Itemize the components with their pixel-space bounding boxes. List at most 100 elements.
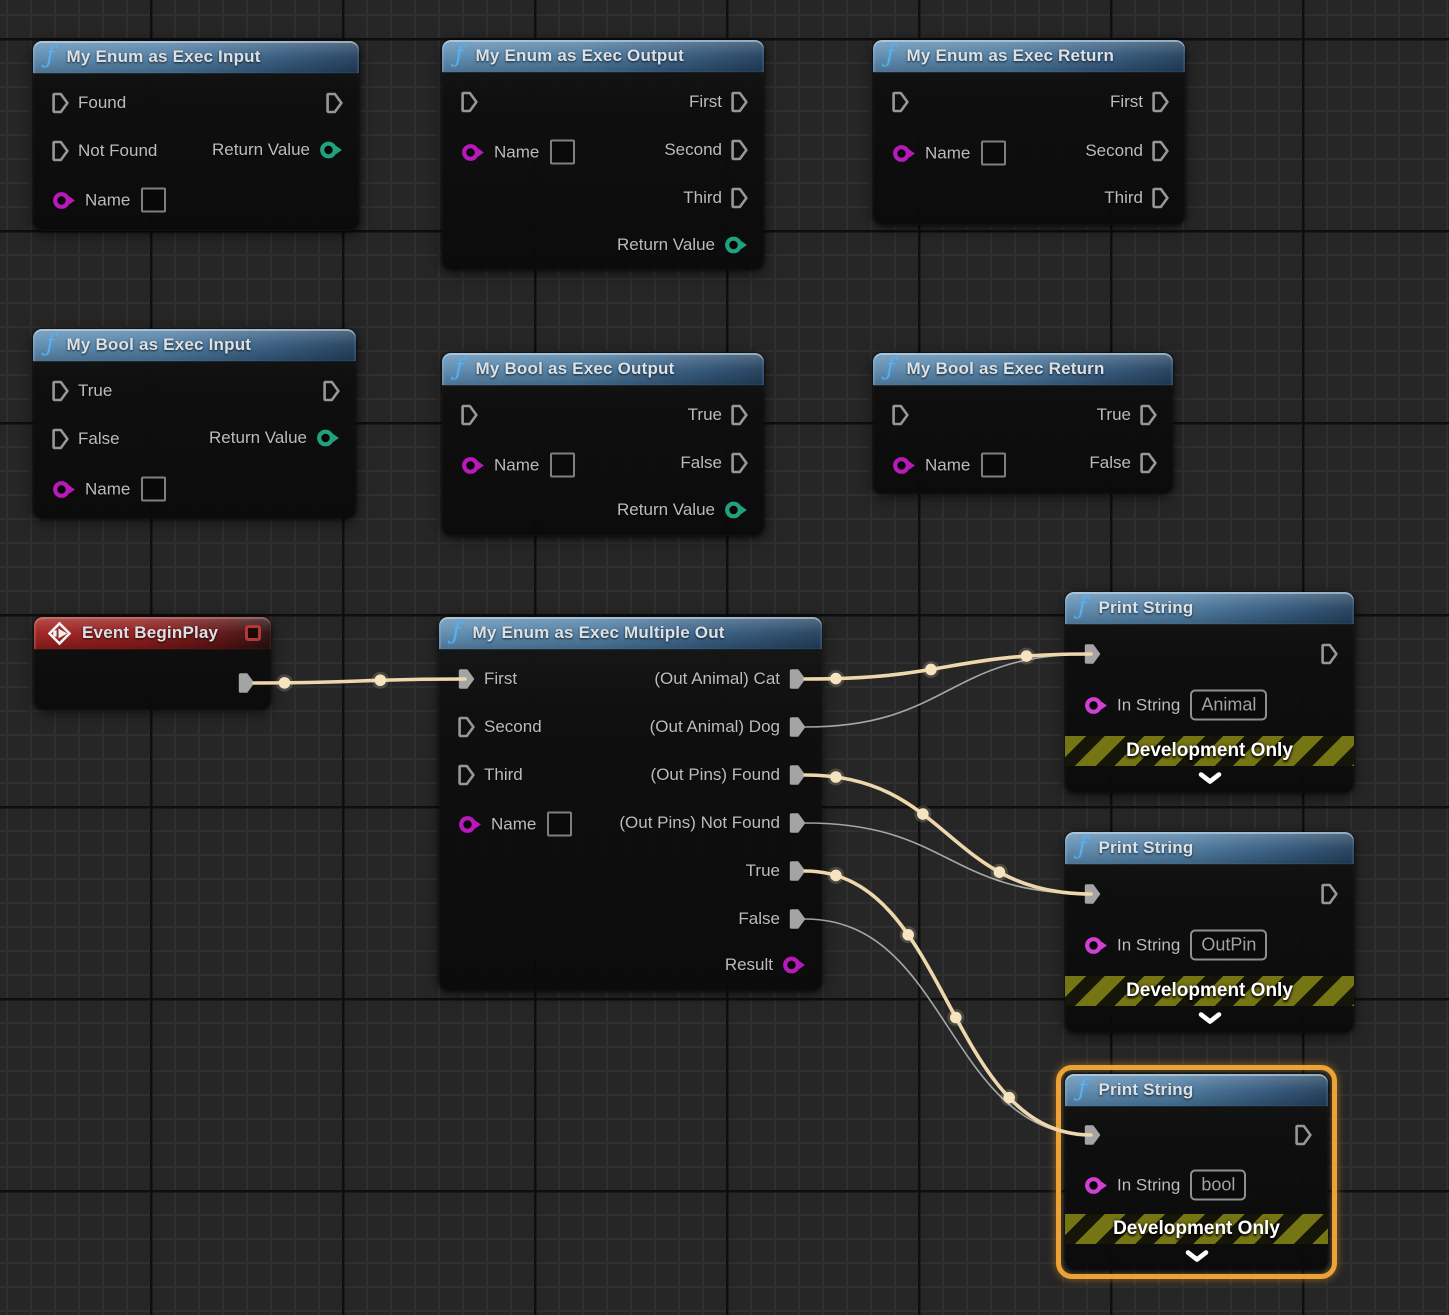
exec-pin-left[interactable] bbox=[892, 404, 909, 426]
exec-pin-true[interactable] bbox=[1140, 404, 1157, 426]
data-pin-name[interactable] bbox=[458, 814, 482, 834]
node-header[interactable]: Event BeginPlay bbox=[34, 617, 271, 650]
name-checkbox[interactable] bbox=[547, 811, 573, 837]
exec-pin--out-pins-found[interactable] bbox=[789, 764, 806, 786]
data-pin-name[interactable] bbox=[461, 455, 485, 475]
exec-pin-left[interactable] bbox=[461, 91, 478, 113]
exec-pin--out-animal-dog[interactable] bbox=[789, 716, 806, 738]
expand-node-button[interactable] bbox=[1198, 1012, 1222, 1025]
data-pin-in-string[interactable] bbox=[1084, 1175, 1108, 1195]
data-pin-return-value[interactable] bbox=[724, 500, 748, 520]
wire-bubble bbox=[830, 869, 842, 882]
exec-pin-right[interactable] bbox=[1295, 1124, 1312, 1146]
name-checkbox[interactable] bbox=[981, 452, 1007, 478]
node-event-beginplay[interactable]: Event BeginPlay bbox=[34, 617, 271, 710]
expand-node-button[interactable] bbox=[1185, 1250, 1209, 1263]
exec-pin-first[interactable] bbox=[1152, 91, 1169, 113]
exec-pin-true[interactable] bbox=[731, 404, 748, 426]
exec-pin-found[interactable] bbox=[52, 92, 69, 114]
pin-label: (Out Pins) Found bbox=[650, 765, 780, 784]
exec-pin-false[interactable] bbox=[1140, 452, 1157, 474]
wire-bubble bbox=[830, 771, 842, 783]
exec-pin-third[interactable] bbox=[731, 187, 748, 209]
exec-pin-left[interactable] bbox=[1084, 643, 1101, 665]
exec-pin-not-found[interactable] bbox=[52, 140, 69, 162]
exec-pin-right[interactable] bbox=[1321, 883, 1338, 905]
delegate-square-icon[interactable] bbox=[245, 625, 261, 641]
pin-row bbox=[892, 91, 909, 113]
exec-pin-first[interactable] bbox=[458, 668, 475, 690]
pin-label: First bbox=[1109, 92, 1143, 111]
exec-pin-second[interactable] bbox=[458, 716, 475, 738]
exec-pin-false[interactable] bbox=[789, 908, 806, 930]
exec-pin-left[interactable] bbox=[892, 91, 909, 113]
exec-pin-second[interactable] bbox=[731, 139, 748, 161]
name-checkbox[interactable] bbox=[981, 140, 1007, 166]
data-pin-in-string[interactable] bbox=[1084, 695, 1108, 715]
wire-bubble-glow bbox=[275, 674, 293, 692]
expand-node-button[interactable] bbox=[1198, 772, 1222, 785]
exec-pin--out-pins-not-found[interactable] bbox=[789, 812, 806, 834]
exec-pin-third[interactable] bbox=[1152, 187, 1169, 209]
name-checkbox[interactable] bbox=[550, 452, 576, 478]
exec-pin-right[interactable] bbox=[326, 92, 343, 114]
data-pin-in-string[interactable] bbox=[1084, 935, 1108, 955]
exec-pin-left[interactable] bbox=[1084, 1124, 1101, 1146]
exec-pin-right[interactable] bbox=[238, 672, 255, 694]
exec-pin-left[interactable] bbox=[461, 404, 478, 426]
data-pin-return-value[interactable] bbox=[316, 428, 340, 448]
data-pin-return-value[interactable] bbox=[319, 140, 343, 160]
data-pin-name[interactable] bbox=[892, 143, 916, 163]
string-value-input[interactable]: Animal bbox=[1190, 689, 1268, 721]
data-pin-name[interactable] bbox=[52, 190, 76, 210]
exec-pin-third[interactable] bbox=[458, 764, 475, 786]
exec-pin-true[interactable] bbox=[52, 380, 69, 402]
exec-pin-right[interactable] bbox=[323, 380, 340, 402]
exec-pin-false[interactable] bbox=[52, 428, 69, 450]
data-pin-name[interactable] bbox=[52, 479, 76, 499]
wire-bubble bbox=[925, 663, 937, 676]
exec-pin-right[interactable] bbox=[1321, 643, 1338, 665]
data-pin-return-value[interactable] bbox=[724, 235, 748, 255]
string-value-input[interactable]: bool bbox=[1190, 1169, 1247, 1201]
string-value-input[interactable]: OutPin bbox=[1190, 929, 1268, 961]
pin-label: (Out Animal) Cat bbox=[654, 669, 780, 688]
pin-label: Name bbox=[925, 455, 971, 474]
exec-pin-true[interactable] bbox=[789, 860, 806, 882]
data-pin-name[interactable] bbox=[892, 455, 916, 475]
exec-pin-second[interactable] bbox=[1152, 140, 1169, 162]
function-icon: ƒ bbox=[886, 41, 895, 68]
name-checkbox[interactable] bbox=[141, 187, 167, 213]
name-checkbox[interactable] bbox=[550, 139, 576, 165]
data-pin-result[interactable] bbox=[782, 955, 806, 975]
exec-pin--out-animal-cat[interactable] bbox=[789, 668, 806, 690]
exec-pin-left[interactable] bbox=[1084, 883, 1101, 905]
data-pin-name[interactable] bbox=[461, 142, 485, 162]
exec-pin-first[interactable] bbox=[731, 91, 748, 113]
name-checkbox[interactable] bbox=[141, 476, 167, 502]
exec-pin-false[interactable] bbox=[731, 452, 748, 474]
function-icon: ƒ bbox=[1078, 1075, 1087, 1102]
